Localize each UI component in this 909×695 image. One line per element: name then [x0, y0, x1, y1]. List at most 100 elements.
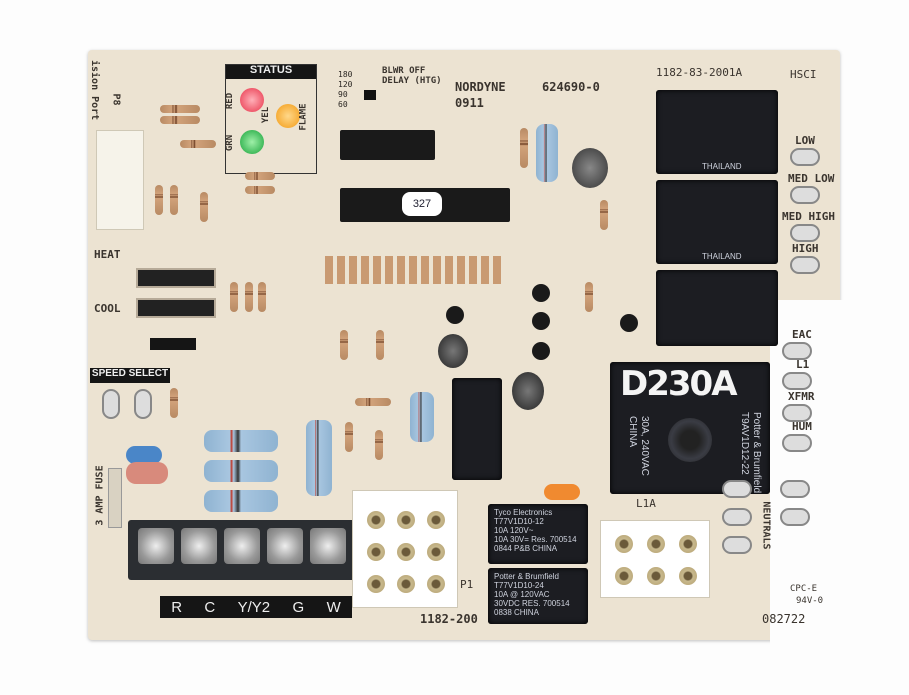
tap-low-terminal[interactable] [790, 148, 820, 166]
cool-label: COOL [94, 302, 121, 315]
resistor [355, 398, 391, 406]
diagnostic-port-connector[interactable] [96, 130, 144, 230]
resistor [200, 192, 208, 222]
rating-label: 94V-0 [796, 596, 824, 606]
tap-med-high-terminal[interactable] [790, 224, 820, 242]
speed-relay-text: THAILAND [702, 252, 742, 261]
transistor [532, 284, 550, 302]
six-pin-connector[interactable] [600, 520, 710, 598]
speed-relay-3 [656, 270, 778, 346]
yellow-label: YEL [261, 106, 272, 124]
resistor [376, 330, 384, 360]
model-label: HSCI [790, 68, 817, 81]
electrolytic-capacitor [512, 372, 544, 410]
blower-delay-options: 180 120 90 60 [338, 70, 362, 120]
speed-select-terminal[interactable] [134, 389, 152, 419]
small-relay [452, 378, 502, 480]
red-led [240, 88, 264, 112]
terminal-screw-c[interactable] [181, 528, 217, 564]
tap-low-label: LOW [795, 134, 815, 147]
p1-label: P1 [460, 578, 474, 591]
serial-label: 082722 [762, 612, 806, 626]
heat-label: HEAT [94, 248, 121, 261]
tap-high-label: HIGH [792, 242, 819, 255]
tap-med-low-terminal[interactable] [790, 186, 820, 204]
eac-terminal[interactable] [782, 342, 812, 360]
neutral-terminal[interactable] [722, 480, 752, 498]
power-resistor [204, 490, 278, 512]
resistor [160, 105, 200, 113]
resistor [170, 388, 178, 418]
terminal-screw-g[interactable] [267, 528, 303, 564]
resistor [160, 116, 200, 124]
handwritten-code: D230A [620, 364, 738, 404]
resistor [245, 186, 275, 194]
resistor [230, 282, 238, 312]
capacitor [126, 446, 162, 464]
transistor [446, 306, 464, 324]
thermostat-terminal-block [128, 520, 358, 580]
fuse[interactable] [108, 468, 122, 528]
terminal-screw-y[interactable] [224, 528, 260, 564]
neutral-terminal[interactable] [722, 536, 752, 554]
terminal-labels: R C Y/Y2 G W [160, 596, 352, 618]
speed-relay-2: THAILAND [656, 180, 778, 264]
fan-jumper[interactable] [150, 338, 196, 350]
yellow-led [276, 104, 300, 128]
resistor [340, 330, 348, 360]
speed-relay-text: THAILAND [702, 162, 742, 171]
tap-high-terminal[interactable] [790, 256, 820, 274]
l1-label: L1 [796, 358, 810, 371]
power-resistor [410, 392, 434, 442]
delay-jumper[interactable] [364, 90, 376, 100]
red-label: RED [225, 92, 236, 110]
xfmr-terminal[interactable] [782, 404, 812, 422]
blower-delay-label: BLWR OFF DELAY (HTG) [382, 66, 442, 86]
p8-label: P8 [110, 93, 122, 106]
resistor-bank [325, 256, 505, 284]
fuse-label: 3 AMP FUSE [94, 465, 106, 526]
nine-pin-connector[interactable] [352, 490, 458, 608]
resistor [170, 185, 178, 215]
cert-label: CPC-E [790, 584, 818, 594]
tap-med-low-label: MED LOW [788, 172, 835, 185]
electrolytic-capacitor [572, 148, 608, 188]
tap-med-high-label: MED HIGH [782, 210, 835, 223]
delay-option: 180 [338, 70, 353, 79]
cool-speed-jumper[interactable] [136, 298, 216, 318]
relay-knob [668, 418, 712, 462]
resistor [600, 200, 608, 230]
green-label: GRN [225, 134, 236, 152]
terminal-screw-r[interactable] [138, 528, 174, 564]
transistor [620, 314, 638, 332]
neutral-terminal[interactable] [780, 508, 810, 526]
resistor [155, 185, 163, 215]
date-code: 0911 [455, 96, 484, 110]
hum-terminal[interactable] [782, 434, 812, 452]
l1-terminal[interactable] [782, 372, 812, 390]
resistor [180, 140, 216, 148]
power-resistor [204, 460, 278, 482]
terminal-screw-w[interactable] [310, 528, 346, 564]
terminal-label: G [292, 598, 305, 616]
resistor [245, 172, 275, 180]
neutral-terminal[interactable] [722, 508, 752, 526]
delay-option: 90 [338, 90, 348, 99]
speed-select-terminal[interactable] [102, 389, 120, 419]
resistor [520, 128, 528, 168]
hum-label: HUM [792, 420, 812, 433]
resistor [585, 282, 593, 312]
neutrals-label: NEUTRALS [760, 501, 772, 550]
neutral-terminal[interactable] [780, 480, 810, 498]
terminal-label: W [326, 598, 341, 616]
sticker-label: 327 [402, 192, 442, 216]
varistor [126, 462, 168, 484]
transistor [532, 312, 550, 330]
terminal-label: C [204, 598, 216, 616]
heat-speed-jumper[interactable] [136, 268, 216, 288]
power-resistor [306, 420, 332, 496]
